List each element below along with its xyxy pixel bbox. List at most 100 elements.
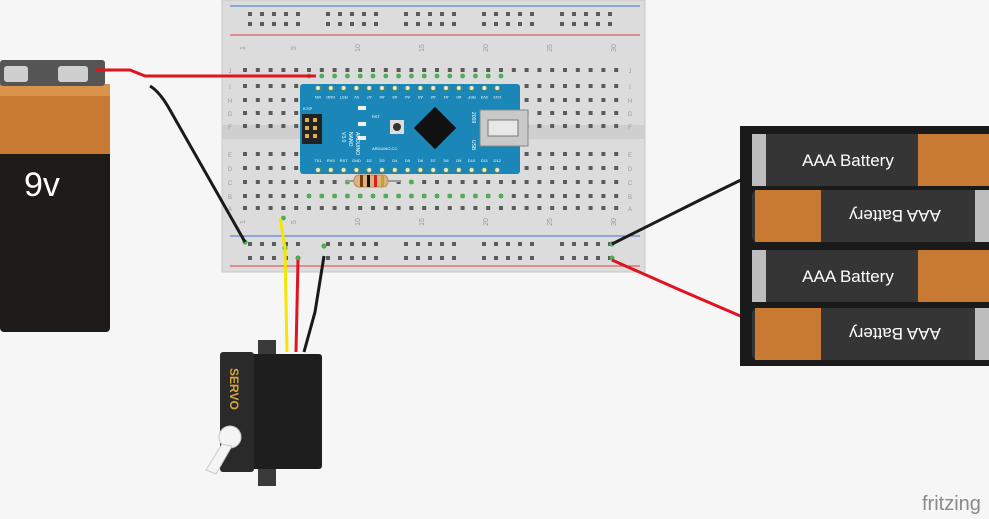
hole <box>307 206 311 210</box>
hole <box>268 84 273 88</box>
hole <box>338 12 342 16</box>
hole <box>575 166 580 170</box>
connected-hole <box>498 193 504 199</box>
connected-hole <box>383 73 389 79</box>
aaa-cell: AAA Battery <box>752 134 989 186</box>
connected-hole <box>306 193 312 199</box>
connected-hole <box>485 193 491 199</box>
icsp-label: ICSP <box>303 106 313 111</box>
column-number: 30 <box>611 218 618 226</box>
header-pin <box>379 85 385 91</box>
pin-label: D6 <box>418 158 424 163</box>
row-letter: C <box>628 181 633 187</box>
hole <box>524 98 529 102</box>
hole <box>428 242 432 246</box>
hole <box>537 206 542 210</box>
usb-label: USB <box>470 140 476 151</box>
connected-hole <box>357 73 363 79</box>
column-number: 20 <box>483 44 490 52</box>
hole <box>506 22 510 26</box>
icsp-pin <box>305 126 309 130</box>
row-letter: G <box>628 112 633 118</box>
hole <box>404 256 408 260</box>
hole <box>563 84 567 88</box>
hole <box>243 194 247 198</box>
hole <box>518 256 522 260</box>
connected-hole <box>295 255 301 261</box>
hole <box>560 256 564 260</box>
hole <box>530 256 534 260</box>
column-number: 5 <box>291 220 298 224</box>
connected-hole <box>421 73 427 79</box>
hole <box>294 206 299 210</box>
hole <box>345 206 350 210</box>
hole <box>482 22 486 26</box>
header-pin <box>443 85 449 91</box>
hole <box>482 256 486 260</box>
hole <box>447 206 452 210</box>
hole <box>601 98 606 102</box>
hole <box>588 68 593 72</box>
connected-hole <box>473 193 478 199</box>
hole <box>601 180 606 184</box>
hole <box>584 22 588 26</box>
pin-label: GND <box>352 158 361 163</box>
connected-hole <box>485 73 491 79</box>
hole <box>374 242 378 246</box>
column-number: 10 <box>355 44 362 52</box>
hole <box>296 12 300 16</box>
hole <box>248 256 252 260</box>
hole <box>243 206 247 210</box>
cell-label: AAA Battery <box>849 206 941 225</box>
hole <box>494 12 498 16</box>
hole <box>294 124 299 128</box>
hole <box>294 180 299 184</box>
header-pin <box>366 167 373 173</box>
hole <box>284 12 288 16</box>
header-pin <box>417 85 424 91</box>
pin-label: A0 <box>456 95 462 100</box>
header-pin <box>366 85 373 91</box>
wire-servo-signal <box>278 217 289 353</box>
header-pin <box>391 167 398 173</box>
header-pin <box>455 85 462 91</box>
header-pin <box>481 167 488 173</box>
hole <box>255 180 260 184</box>
hole <box>524 194 529 198</box>
hole <box>268 194 273 198</box>
hole <box>560 242 564 246</box>
hole <box>550 68 555 72</box>
hole <box>338 22 342 26</box>
hole <box>435 206 439 210</box>
hole <box>537 152 542 156</box>
hole <box>572 22 576 26</box>
hole <box>588 166 593 170</box>
hole <box>572 242 576 246</box>
connected-hole <box>370 193 376 199</box>
hole <box>601 111 606 115</box>
hole <box>518 242 522 246</box>
hole <box>428 256 432 260</box>
pin-label: D4 <box>392 158 398 163</box>
hole <box>243 84 247 88</box>
pin-label: 3V3 <box>480 95 488 100</box>
row-letter: G <box>228 112 233 118</box>
hole <box>260 256 264 260</box>
hole <box>524 152 529 156</box>
pin-label: A6 <box>379 95 385 100</box>
hole <box>584 12 588 16</box>
header-pin <box>379 167 385 173</box>
hole <box>550 98 555 102</box>
hole <box>452 12 456 16</box>
hole <box>248 242 252 246</box>
row-letter: A <box>228 207 232 213</box>
pin-label: D10 <box>468 158 476 163</box>
header-pin <box>417 167 424 173</box>
hole <box>422 180 427 184</box>
hole <box>281 166 286 170</box>
column-number: 15 <box>419 44 426 52</box>
hole <box>486 68 491 72</box>
hole <box>319 68 324 72</box>
hole <box>374 256 378 260</box>
connected-hole <box>447 73 453 79</box>
